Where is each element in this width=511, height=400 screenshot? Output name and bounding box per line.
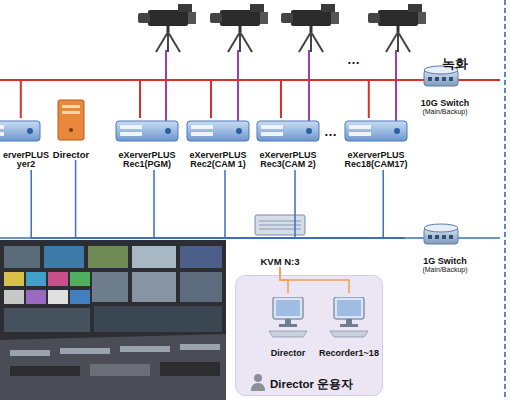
network-link <box>76 160 405 238</box>
network-link <box>280 267 288 293</box>
free-label: … <box>347 52 360 67</box>
monitor-node: Recorder1~18 <box>317 293 381 359</box>
network-link <box>383 170 405 238</box>
network-link <box>211 80 405 118</box>
network-link <box>21 80 405 118</box>
monitor-icon <box>268 297 308 339</box>
monitor-node: Director <box>263 293 313 359</box>
monitor-icon <box>329 297 369 339</box>
switch-node: 10G Switch(Main/Backup) <box>405 64 485 116</box>
network-link <box>280 267 349 293</box>
free-label: 녹화 <box>442 55 468 73</box>
node-label: (Main/Backup) <box>422 266 467 274</box>
recorder-server: eXerverPLUS Rec18(CAM17) <box>340 118 412 170</box>
network-link <box>154 170 405 238</box>
free-label: … <box>324 124 337 139</box>
person-icon <box>250 373 266 391</box>
recorder-server: eXerverPLUS Rec2(CAM 1) <box>183 118 253 170</box>
kvm-switch: KVM N:3 <box>250 212 310 267</box>
network-link <box>310 237 405 239</box>
node-label: Director <box>53 150 89 160</box>
node-label: eXerverPLUS Rec1(PGM) <box>112 151 182 170</box>
node-label: erverPLUS yer2 <box>0 151 52 170</box>
node-label: 10G Switch <box>421 99 470 109</box>
node-label: Director 운용자 <box>270 378 353 390</box>
node-label: Director <box>271 349 306 359</box>
operator-group: Director 운용자 Director Recorder1~18 <box>235 275 383 396</box>
network-link <box>281 80 405 118</box>
recorder-server: eXerverPLUS Rec1(PGM) <box>112 118 182 170</box>
node-label: Recorder1~18 <box>319 349 379 359</box>
recorder-server: eXerverPLUS Rec3(CAM 2) <box>253 118 323 170</box>
node-label: KVM N:3 <box>260 257 299 267</box>
node-label: eXerverPLUS Rec3(CAM 2) <box>253 151 323 170</box>
network-link <box>295 170 405 238</box>
director-server: Director <box>48 98 94 160</box>
node-label: eXerverPLUS Rec18(CAM17) <box>340 151 412 170</box>
network-link <box>369 80 405 118</box>
node-label: 1G Switch <box>423 257 467 267</box>
network-link <box>140 80 405 118</box>
node-label: (Main/Backup) <box>422 108 467 116</box>
server-node: erverPLUS yer2 <box>0 118 52 170</box>
network-link <box>31 170 405 238</box>
network-link <box>225 170 405 238</box>
switch-node: 1G Switch(Main/Backup) <box>405 222 485 274</box>
node-label: eXerverPLUS Rec2(CAM 1) <box>183 151 253 170</box>
